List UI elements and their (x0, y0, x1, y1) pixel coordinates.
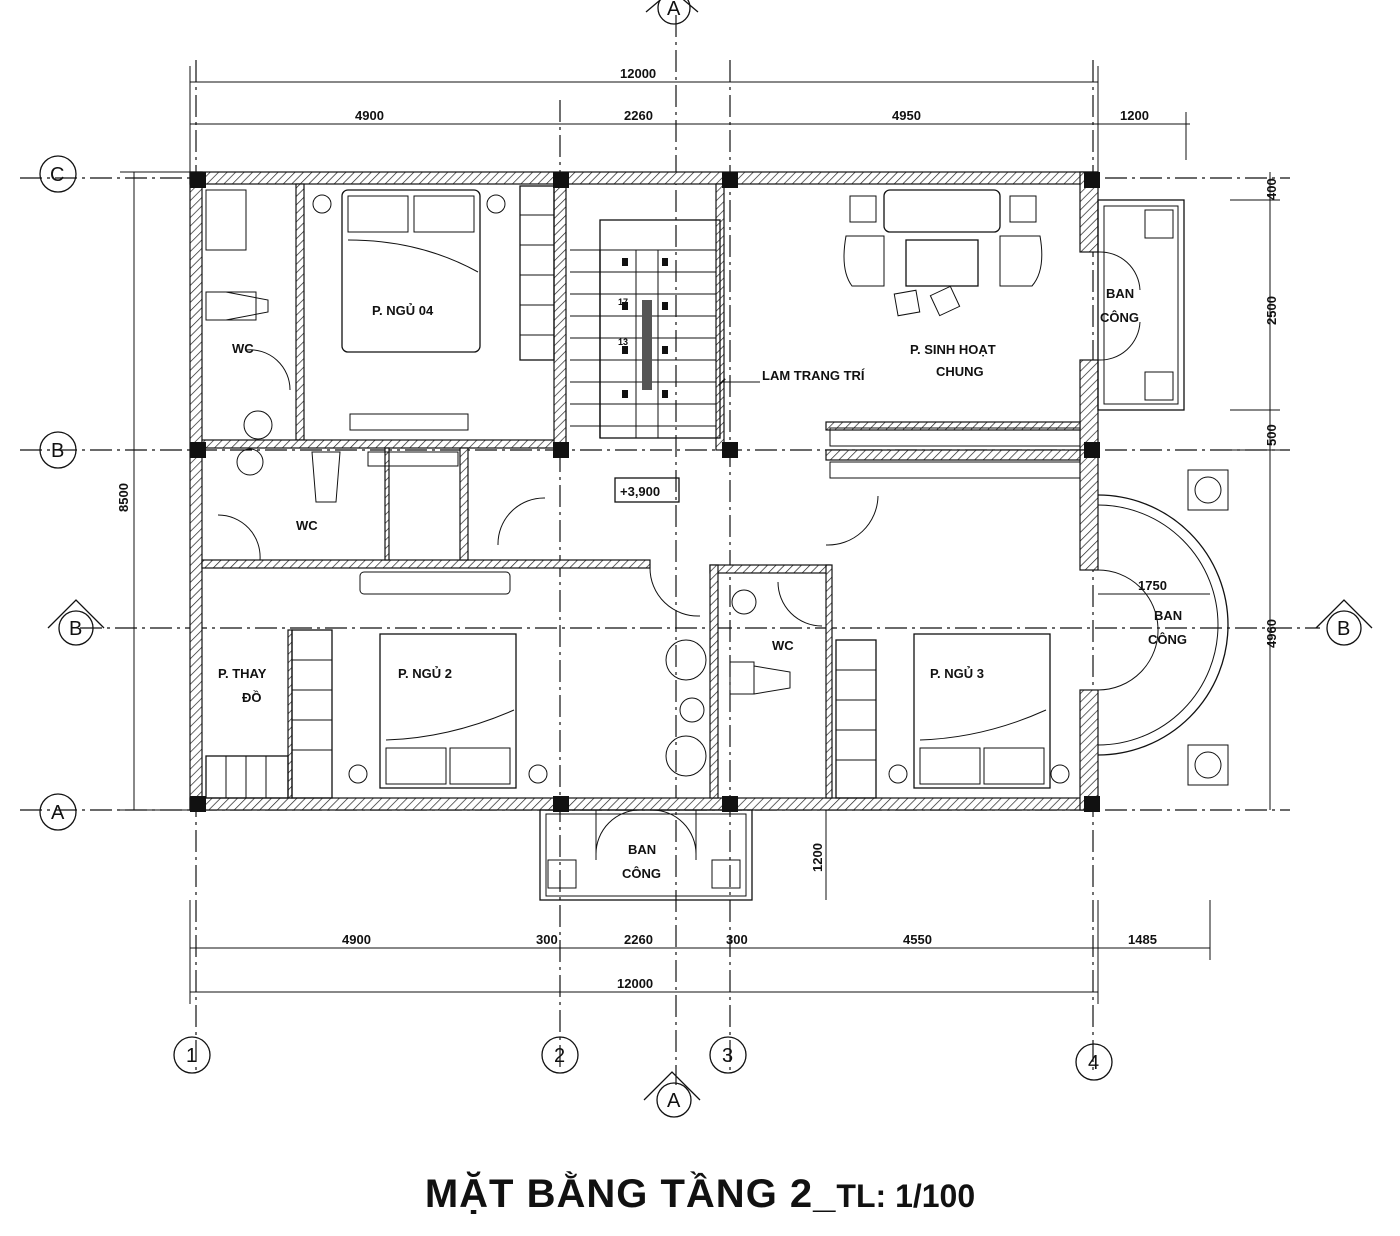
dim-bottom-4: 300 (726, 932, 748, 947)
axis-label-2: 2 (554, 1045, 565, 1067)
dim-bottom-5: 4550 (903, 932, 932, 947)
room-bed4-label: P. NGỦ 04 (372, 303, 434, 318)
drawing-title-main: MẶT BẰNG TẦNG 2_ (424, 1172, 837, 1216)
dimension-labels: 12000 4900 2260 4950 1200 4900 300 2260 … (116, 66, 1279, 991)
balcony-round (1097, 469, 1229, 786)
dim-right-2: 2500 (1264, 296, 1279, 325)
axis-label-4: 4 (1088, 1052, 1099, 1074)
room-dress-label-1: P. THAY (218, 666, 267, 681)
dim-bottom-2: 300 (536, 932, 558, 947)
axis-bubbles: C B A B B 1 2 3 4 A A (39, 0, 1373, 1118)
room-balcony-round-label-2: CÔNG (1148, 632, 1187, 647)
floor-level-label: +3,900 (620, 484, 660, 499)
dim-top-total: 12000 (620, 66, 656, 81)
room-balcony-round-label-1: BAN (1154, 608, 1182, 623)
room-wc3-label: WC (772, 638, 794, 653)
bed-room-2 (348, 633, 548, 789)
hall-furniture (359, 477, 707, 777)
axis-label-b-left: B (51, 440, 64, 462)
dim-right-1: 400 (1264, 178, 1279, 200)
dim-top-2: 2260 (624, 108, 653, 123)
room-wc2-label: WC (296, 518, 318, 533)
room-bed3-label: P. NGỦ 3 (930, 666, 984, 681)
section-label-a-top: A (667, 0, 681, 20)
axis-label-a-left: A (51, 802, 65, 824)
room-balcony-front-label-1: BAN (628, 842, 656, 857)
dimension-lines (120, 66, 1280, 1004)
section-label-a-bottom: A (667, 1090, 681, 1112)
dim-balcony-depth: 1200 (810, 843, 825, 872)
dim-top-1: 4900 (355, 108, 384, 123)
axis-label-c: C (50, 164, 64, 186)
room-balcony-right-label-1: BAN (1106, 286, 1134, 301)
balcony-front (539, 809, 753, 901)
dim-bottom-total: 12000 (617, 976, 653, 991)
deco-louvre-label: LAM TRANG TRÍ (762, 368, 865, 383)
stair-number-13: 13 (618, 337, 628, 347)
columns (190, 172, 1100, 812)
drawing-title: MẶT BẰNG TẦNG 2_TL: 1/100 (0, 1172, 1400, 1217)
section-label-b-left: B (69, 618, 82, 640)
room-wc1-label: WC (232, 341, 254, 356)
dim-right-4: 4960 (1264, 619, 1279, 648)
room-living-label-1: P. SINH HOẠT (910, 342, 996, 357)
room-labels: P. NGỦ 04 WC WC WC P. SINH HOẠT CHUNG BA… (218, 286, 1187, 881)
balcony-right (1097, 199, 1185, 411)
room-balcony-front-label-2: CÔNG (622, 866, 661, 881)
bed-room-3 (888, 633, 1070, 789)
section-label-b-right: B (1337, 618, 1350, 640)
staircase: 17 13 (570, 219, 721, 439)
stair-number-17: 17 (618, 297, 628, 307)
axis-label-1: 1 (186, 1045, 197, 1067)
wardrobes (205, 185, 877, 799)
dim-left-total: 8500 (116, 483, 131, 512)
dim-bottom-6: 1485 (1128, 932, 1157, 947)
room-dress-label-2: ĐỒ (242, 690, 262, 705)
dim-bottom-1: 4900 (342, 932, 371, 947)
dim-top-3: 4950 (892, 108, 921, 123)
dim-bottom-3: 2260 (624, 932, 653, 947)
drawing-title-scale: TL: 1/100 (836, 1178, 976, 1214)
room-living-label-2: CHUNG (936, 364, 984, 379)
room-bed2-label: P. NGỦ 2 (398, 666, 452, 681)
dim-right-3: 500 (1264, 424, 1279, 446)
wc-fixtures (205, 189, 879, 695)
dim-top-4: 1200 (1120, 108, 1149, 123)
living-furniture (829, 189, 1081, 479)
axis-label-3: 3 (722, 1045, 733, 1067)
bed-room-4 (312, 189, 506, 431)
room-balcony-right-label-2: CÔNG (1100, 310, 1139, 325)
dim-balcony-width: 1750 (1138, 578, 1167, 593)
